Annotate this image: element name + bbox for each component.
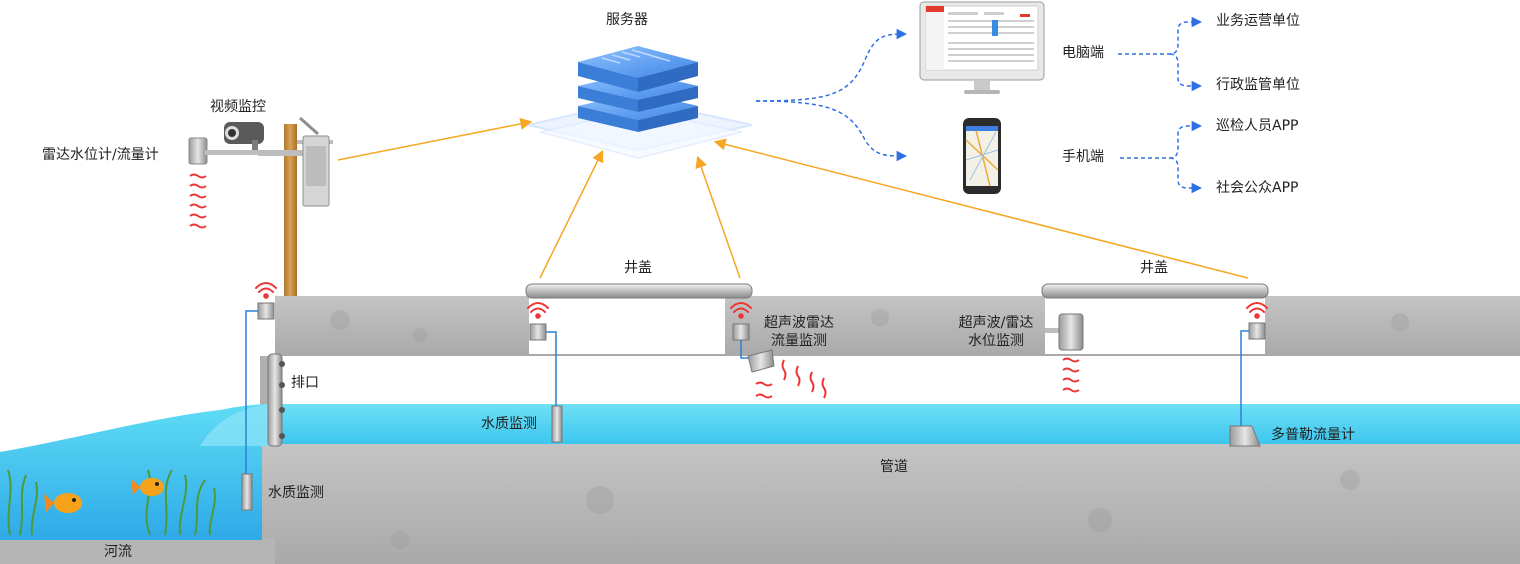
river-quality-label: 水质监测 (268, 485, 324, 501)
manhole1-ultrasonic-label: 超声波雷达 流量监测 (756, 314, 842, 350)
ultrasonic-label-line2: 流量监测 (771, 333, 827, 350)
distribution-arrows (755, 16, 1203, 194)
mobile-target-inspector: 巡检人员APP (1216, 118, 1299, 134)
camera-label: 视频监控 (210, 99, 266, 115)
wifi-icon (527, 302, 549, 319)
manhole-cover (1041, 283, 1269, 299)
rtu-box (257, 302, 275, 320)
upload-arrows (337, 117, 1249, 279)
rtu-box (529, 323, 547, 341)
doppler-label: 多普勒流量计 (1271, 427, 1355, 443)
phone-icon (963, 118, 1001, 194)
mobile-label: 手机端 (1062, 149, 1104, 165)
server-icon (527, 46, 753, 159)
manhole2-level-label: 超声波/雷达 水位监测 (948, 314, 1044, 350)
pc-target-operator: 业务运营单位 (1216, 13, 1300, 29)
doppler-flow-meter (1229, 425, 1261, 447)
radar-wave (189, 173, 207, 229)
manhole-cover (525, 283, 753, 299)
river-label: 河流 (104, 544, 132, 560)
utility-pole (258, 116, 333, 296)
radar-wave (1062, 357, 1080, 393)
rtu-box (1248, 322, 1266, 340)
mobile-target-public: 社会公众APP (1216, 180, 1299, 196)
sensor-cables (245, 310, 1249, 474)
fish-icon (44, 493, 82, 513)
radar-level-meter (188, 137, 260, 165)
level-label-line1: 超声波/雷达 (958, 315, 1034, 331)
pipe-label: 管道 (880, 459, 908, 475)
camera-icon (224, 122, 264, 154)
ultrasonic-flow-sensor (747, 349, 775, 373)
wifi-icon (255, 282, 277, 299)
fish-icon (131, 478, 164, 496)
ultrasonic-wave (755, 359, 827, 399)
wifi-icon (730, 302, 752, 319)
manhole2-cover-label: 井盖 (1140, 260, 1168, 276)
outlet-label: 排口 (291, 375, 319, 391)
pipe-water (280, 404, 1520, 444)
pipe-quality-label: 水质监测 (481, 416, 537, 432)
river-wave (200, 404, 270, 446)
level-label-line2: 水位监测 (968, 333, 1024, 350)
seaweed (7, 469, 216, 536)
pc-target-regulator: 行政监管单位 (1216, 77, 1300, 93)
manhole1-cover-label: 井盖 (624, 260, 652, 276)
wifi-icon (1246, 302, 1268, 319)
radar-label: 雷达水位计/流量计 (42, 147, 159, 163)
ultrasonic-label-line1: 超声波雷达 (764, 315, 834, 331)
ground (0, 296, 1520, 564)
rtu-box (732, 323, 750, 341)
water-quality-probe (241, 473, 253, 511)
monitor-icon (919, 1, 1045, 94)
outlet-pipe (267, 353, 285, 447)
pc-label: 电脑端 (1062, 45, 1104, 61)
water-quality-probe (551, 405, 563, 443)
server-label: 服务器 (606, 12, 648, 28)
level-sensor (1045, 313, 1084, 351)
